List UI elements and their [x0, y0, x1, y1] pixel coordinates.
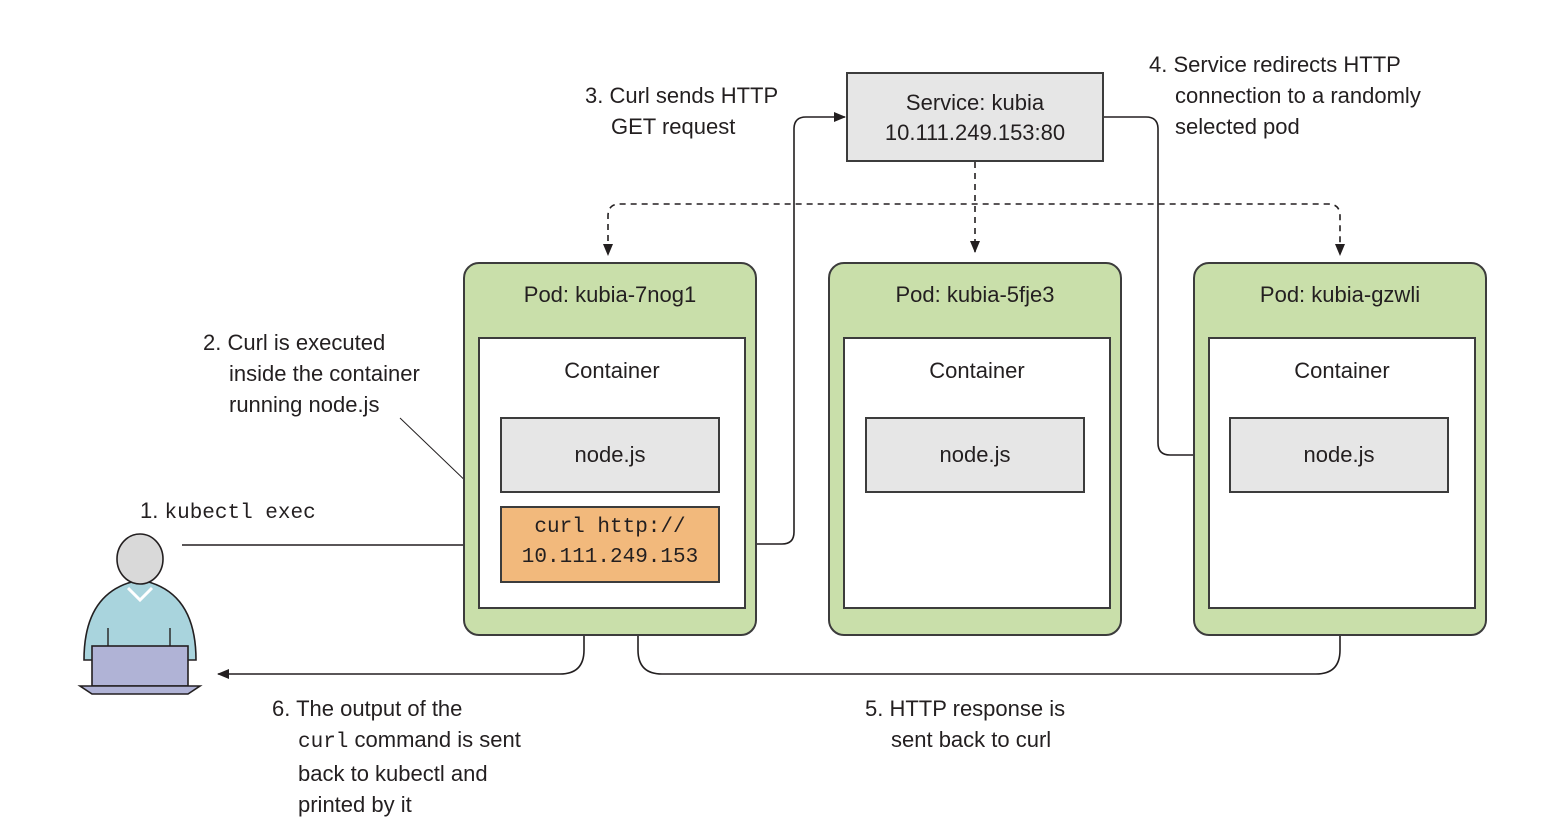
step1-command: kubectl exec — [164, 502, 316, 525]
step1-label: 1. kubectl exec — [140, 495, 316, 529]
service-address: 10.111.249.153:80 — [884, 120, 1066, 145]
step6-line3: back to kubectl and — [298, 761, 488, 786]
step4-label: 4. Service redirects HTTP connection to … — [1149, 49, 1421, 142]
arrow-output-to-kubectl — [217, 583, 585, 679]
arrow-curl-to-service — [720, 112, 846, 545]
step6-curl-command: curl — [298, 731, 349, 754]
step5-label: 5. HTTP response is sent back to curl — [865, 693, 1065, 755]
step6-line2: curl command is sent — [272, 724, 521, 758]
step5-line1: 5. HTTP response is — [865, 696, 1066, 721]
step3-line2: GET request — [611, 114, 736, 139]
step6-line1: 6. The output of the — [272, 696, 463, 721]
step4-line3: selected pod — [1175, 114, 1300, 139]
service-box: Service: kubia 10.111.249.153:80 — [846, 72, 1104, 162]
step1-number: 1. — [140, 498, 159, 523]
arrow-service-to-pod — [1104, 116, 1229, 460]
service-name: Service: kubia — [905, 90, 1045, 115]
pod-title: Pod: kubia-5fje3 — [895, 282, 1055, 307]
nodejs-box-pod3: node.js — [1229, 417, 1449, 493]
curl-line-2: 10.111.249.153 — [521, 546, 699, 569]
step2-label: 2. Curl is executed inside the container… — [203, 327, 420, 420]
container-title: Container — [564, 358, 660, 383]
container-title: Container — [1294, 358, 1390, 383]
step4-line2: connection to a randomly — [1175, 83, 1421, 108]
step6-line2-rest: command is sent — [348, 727, 521, 752]
user-person-icon — [77, 533, 203, 695]
step4-line1: 4. Service redirects HTTP — [1149, 52, 1401, 77]
step5-line2: sent back to curl — [891, 727, 1052, 752]
pod-title: Pod: kubia-gzwli — [1259, 282, 1421, 307]
nodejs-box-pod1: node.js — [500, 417, 720, 493]
container-title: Container — [929, 358, 1025, 383]
arrow-http-response — [633, 493, 1341, 675]
step3-line1: 3. Curl sends HTTP — [585, 83, 779, 108]
step6-label: 6. The output of the curl command is sen… — [272, 693, 521, 820]
step2-line2: inside the container — [229, 361, 420, 386]
step6-line4: printed by it — [298, 792, 412, 817]
pod-title: Pod: kubia-7nog1 — [523, 282, 697, 307]
curl-command-box: curl http:// 10.111.249.153 — [500, 506, 720, 583]
service-distribution-dashed — [607, 162, 1341, 253]
laptop-icon — [77, 645, 203, 695]
step2-line1: 2. Curl is executed — [203, 330, 386, 355]
step2-line3: running node.js — [229, 392, 380, 417]
curl-line-1: curl http:// — [534, 516, 686, 539]
nodejs-box-pod2: node.js — [865, 417, 1085, 493]
step3-label: 3. Curl sends HTTP GET request — [585, 80, 778, 142]
